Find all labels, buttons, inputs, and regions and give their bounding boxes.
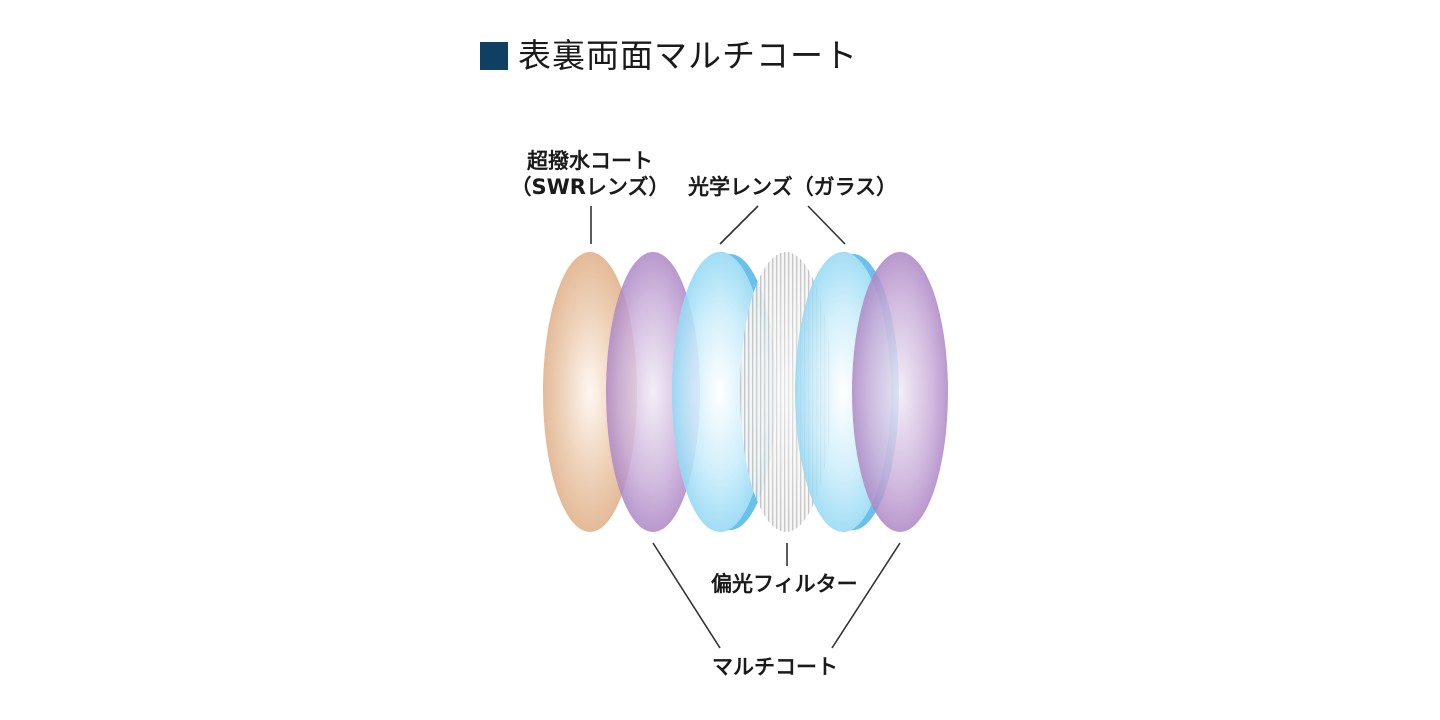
leader-line-glass-right — [807, 205, 846, 245]
leader-line-multicoat-right — [831, 542, 901, 649]
label-polarizer: 偏光フィルター — [711, 572, 858, 596]
lens-layer-multicoat-front — [606, 252, 700, 532]
title-square-icon — [480, 42, 508, 70]
label-swr-coat: 超撥水コート （SWRレンズ） — [510, 148, 670, 200]
label-swr-line1: 超撥水コート — [527, 149, 653, 173]
label-multicoat: マルチコート — [712, 655, 838, 679]
label-optical-lens: 光学レンズ（ガラス） — [688, 175, 898, 199]
page-title: 表裏両面マルチコート — [518, 36, 858, 75]
leader-line-glass-left — [719, 205, 759, 245]
label-swr-line2: （SWRレンズ） — [510, 175, 670, 199]
lens-layer-multicoat-back — [852, 252, 948, 532]
leader-line-multicoat-left — [652, 542, 721, 649]
lens-layer-glass-front — [672, 252, 768, 532]
